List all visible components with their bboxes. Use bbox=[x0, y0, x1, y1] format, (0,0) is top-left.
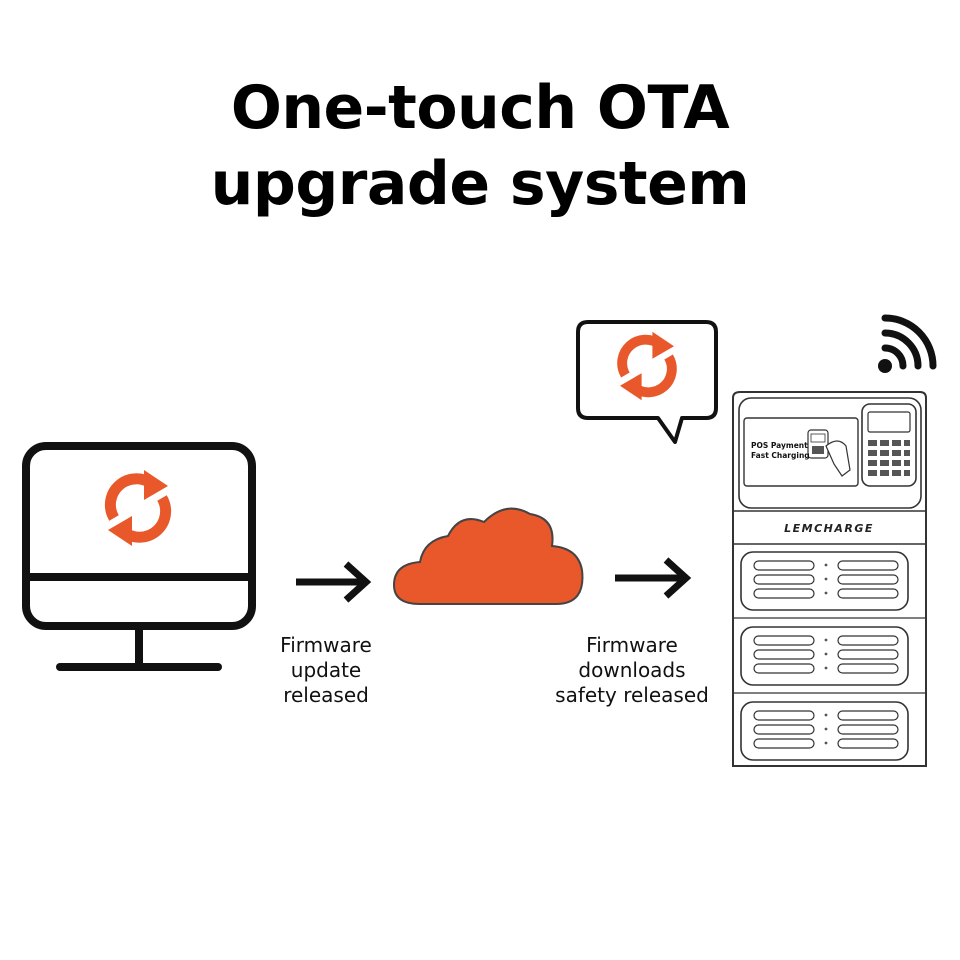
cloud-icon bbox=[392, 507, 584, 605]
step-2-line-3: safety released bbox=[555, 683, 709, 707]
step-2-line-2: downloads bbox=[578, 658, 686, 682]
step-1-line-2: update bbox=[290, 658, 362, 682]
kiosk-brand-label: LEMCHARGE bbox=[784, 522, 874, 535]
monitor-icon bbox=[22, 442, 256, 671]
step-1-line-1: Firmware bbox=[280, 633, 372, 657]
title-line-1: One-touch OTA bbox=[230, 73, 730, 143]
step-2-line-1: Firmware bbox=[586, 633, 678, 657]
page-title: One-touch OTA upgrade system bbox=[0, 70, 960, 222]
step-caption-2: Firmware downloads safety released bbox=[532, 633, 732, 708]
arrow-right-icon bbox=[615, 557, 692, 599]
kiosk-screen-line-1: POS Payment bbox=[751, 441, 808, 450]
sync-icon bbox=[108, 470, 168, 546]
title-line-2: upgrade system bbox=[210, 149, 750, 219]
step-1-line-3: released bbox=[283, 683, 369, 707]
speech-bubble-icon bbox=[576, 320, 718, 444]
wifi-icon bbox=[878, 314, 937, 373]
kiosk-screen-line-2: Fast Charging bbox=[751, 451, 810, 460]
charging-kiosk-icon: POS Payment Fast Charging LEMCHARGE bbox=[732, 391, 927, 767]
step-caption-1: Firmware update released bbox=[246, 633, 406, 708]
arrow-right-icon bbox=[296, 561, 372, 603]
